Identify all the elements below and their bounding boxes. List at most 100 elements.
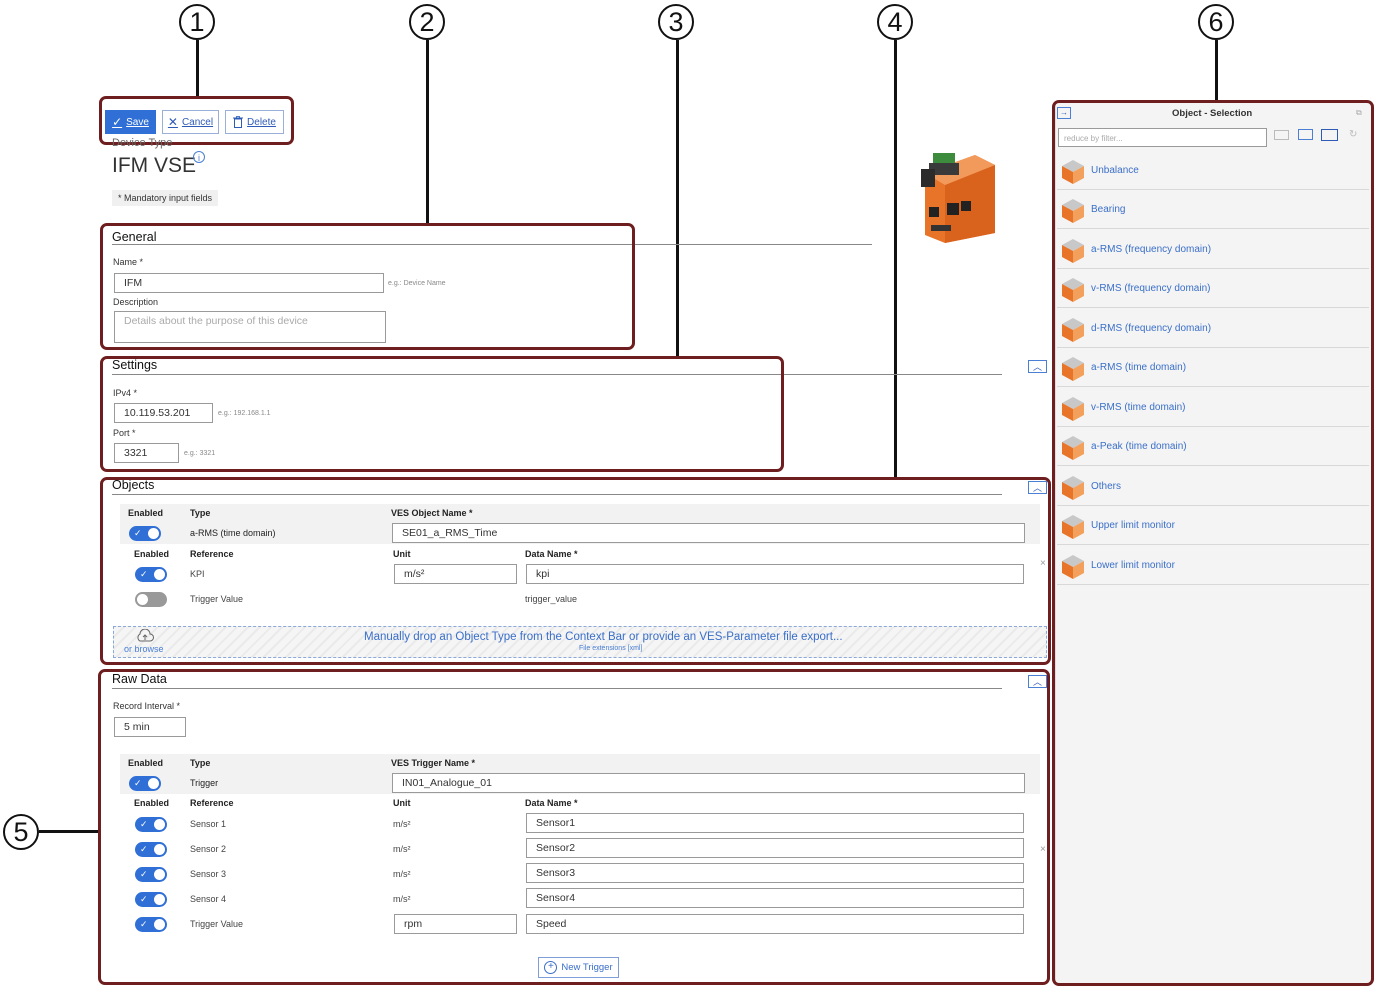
callout-1-leader: [196, 40, 199, 97]
ipv4-field[interactable]: 10.119.53.201: [114, 403, 213, 423]
view-tile-icon[interactable]: [1321, 129, 1338, 141]
highlight-box-3: [100, 356, 784, 472]
description-field[interactable]: Details about the purpose of this device: [114, 311, 386, 343]
cube-icon: [1062, 239, 1084, 263]
kpi-reference: KPI: [190, 569, 205, 579]
object-item-unbalance[interactable]: Unbalance: [1057, 152, 1369, 190]
kpi-unit-field[interactable]: m/s²: [394, 564, 517, 584]
kpi-data-name-field[interactable]: kpi: [526, 564, 1024, 584]
name-label: Name *: [113, 257, 144, 267]
raw-data-title: Raw Data: [112, 672, 167, 686]
object-item-bearing[interactable]: Bearing: [1057, 191, 1369, 229]
cancel-button[interactable]: ✕ Cancel: [162, 110, 219, 134]
remove-object-icon[interactable]: ×: [1040, 558, 1046, 569]
object-item-a-rms-time[interactable]: a-RMS (time domain): [1057, 349, 1369, 387]
ves-trigger-name-field[interactable]: IN01_Analogue_01: [392, 773, 1025, 793]
raw-sub-unit-header: Unit: [393, 798, 411, 808]
object-item-upper-limit-monitor[interactable]: Upper limit monitor: [1057, 507, 1369, 545]
ipv4-hint: e.g.: 192.168.1.1: [218, 410, 271, 417]
cloud-upload-icon: [137, 629, 154, 642]
raw-trigger-value-reference: Trigger Value: [190, 919, 244, 929]
raw-sub-reference-header: Reference: [190, 798, 234, 808]
object-enabled-toggle[interactable]: ✓: [129, 526, 161, 541]
trigger-value-toggle[interactable]: [135, 592, 167, 607]
view-list-icon[interactable]: [1274, 130, 1289, 140]
sensor-2-toggle[interactable]: ✓: [135, 842, 167, 857]
filter-input[interactable]: reduce by filter...: [1058, 128, 1267, 147]
trigger-enabled-toggle[interactable]: ✓: [129, 776, 161, 791]
object-item-lower-limit-monitor[interactable]: Lower limit monitor: [1057, 547, 1369, 585]
kpi-enabled-toggle[interactable]: ✓: [135, 567, 167, 582]
record-interval-field[interactable]: 5 min: [114, 717, 186, 737]
col-ves-object-name-header: VES Object Name *: [391, 508, 473, 518]
dock-panel-icon[interactable]: →: [1057, 107, 1071, 119]
object-item-others[interactable]: Others: [1057, 468, 1369, 506]
settings-collapse-button[interactable]: ︿: [1028, 360, 1047, 373]
callout-6-leader: [1215, 40, 1218, 102]
object-item-a-rms-frequency[interactable]: a-RMS (frequency domain): [1057, 231, 1369, 269]
sensor-4-data-name-field[interactable]: Sensor4: [526, 888, 1024, 908]
callout-5: 5: [3, 814, 39, 850]
callout-3: 3: [658, 4, 694, 40]
raw-col-enabled-header: Enabled: [128, 758, 164, 768]
check-icon: ✓: [112, 115, 123, 129]
cube-icon: [1062, 318, 1084, 342]
description-label: Description: [113, 297, 159, 307]
info-icon[interactable]: i: [193, 151, 205, 163]
trigger-value-data-name-field[interactable]: Speed: [526, 914, 1024, 934]
highlight-box-2: [100, 223, 635, 350]
sensor-1-toggle[interactable]: ✓: [135, 817, 167, 832]
cube-icon: [1062, 555, 1084, 579]
browse-link[interactable]: or browse: [124, 644, 164, 654]
raw-sub-enabled-header: Enabled: [134, 798, 170, 808]
cube-icon: [1062, 515, 1084, 539]
object-item-v-rms-time[interactable]: v-RMS (time domain): [1057, 389, 1369, 427]
object-type: a-RMS (time domain): [190, 528, 276, 538]
objects-collapse-button[interactable]: ︿: [1028, 481, 1047, 494]
sensor-4-unit: m/s²: [393, 894, 411, 904]
object-selection-title: Object - Selection: [1172, 108, 1253, 119]
sensor-2-unit: m/s²: [393, 844, 411, 854]
name-field[interactable]: IFM: [114, 273, 384, 293]
plus-circle-icon: +: [544, 961, 558, 974]
sub-enabled-header: Enabled: [134, 549, 170, 559]
object-item-v-rms-frequency[interactable]: v-RMS (frequency domain): [1057, 270, 1369, 308]
highlight-box-4: [100, 477, 1051, 665]
sensor-1-unit: m/s²: [393, 819, 411, 829]
cube-icon: [1062, 476, 1084, 500]
new-trigger-button[interactable]: + New Trigger: [538, 957, 619, 978]
port-label: Port *: [113, 428, 136, 438]
settings-divider: [112, 374, 1002, 375]
port-field[interactable]: 3321: [114, 443, 179, 463]
col-type-header: Type: [190, 508, 211, 518]
cube-icon: [1062, 278, 1084, 302]
callout-2: 2: [409, 4, 445, 40]
trigger-value-unit-field[interactable]: rpm: [394, 914, 517, 934]
file-drop-zone[interactable]: or browse Manually drop an Object Type f…: [113, 626, 1047, 658]
sensor-3-toggle[interactable]: ✓: [135, 867, 167, 882]
ves-object-name-field[interactable]: SE01_a_RMS_Time: [392, 523, 1025, 543]
sub-data-name-header: Data Name *: [525, 549, 578, 559]
sensor-2-data-name-field[interactable]: Sensor2: [526, 838, 1024, 858]
view-grid-icon[interactable]: [1298, 129, 1313, 140]
page-title: IFM VSE: [112, 154, 197, 177]
drop-zone-text: Manually drop an Object Type from the Co…: [364, 631, 843, 643]
sensor-3-data-name-field[interactable]: Sensor3: [526, 863, 1024, 883]
highlight-box-6: [1052, 100, 1374, 986]
sub-unit-header: Unit: [393, 549, 411, 559]
trigger-value-enabled-toggle[interactable]: ✓: [135, 917, 167, 932]
port-hint: e.g.: 3321: [184, 450, 216, 457]
save-button[interactable]: ✓ Save: [105, 110, 156, 134]
settings-title: Settings: [112, 358, 158, 372]
object-item-a-peak-time[interactable]: a-Peak (time domain): [1057, 428, 1369, 466]
general-title: General: [112, 230, 157, 244]
remove-trigger-icon[interactable]: ×: [1040, 844, 1046, 855]
delete-button[interactable]: Delete: [225, 110, 284, 134]
sensor-1-data-name-field[interactable]: Sensor1: [526, 813, 1024, 833]
raw-data-divider: [112, 688, 1002, 689]
object-item-d-rms-frequency[interactable]: d-RMS (frequency domain): [1057, 310, 1369, 348]
sensor-4-toggle[interactable]: ✓: [135, 892, 167, 907]
raw-data-collapse-button[interactable]: ︿: [1028, 675, 1047, 688]
pin-icon[interactable]: ⧉: [1356, 108, 1362, 117]
refresh-icon[interactable]: ↻: [1349, 129, 1358, 140]
